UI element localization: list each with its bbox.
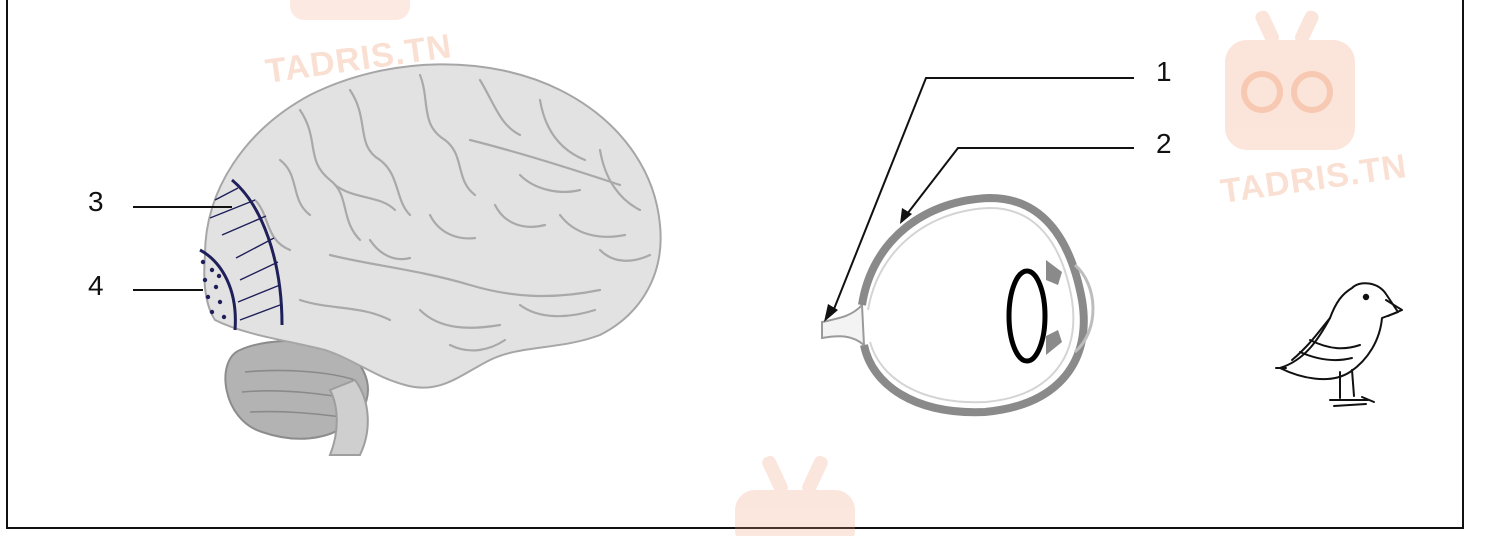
watermark-logo-icon — [1225, 9, 1355, 150]
cerebrum — [204, 64, 660, 387]
eye-illustration — [822, 78, 1134, 412]
lens — [1009, 271, 1045, 361]
label-2: 2 — [1156, 128, 1172, 160]
bird-icon — [1276, 283, 1402, 406]
label-3: 3 — [88, 186, 104, 218]
iris — [1046, 330, 1062, 355]
label-1: 1 — [1156, 56, 1172, 88]
label-4: 4 — [88, 270, 104, 302]
brain-illustration — [133, 64, 661, 455]
watermark-logo-icon — [735, 454, 855, 536]
watermark-logo-icon — [290, 0, 410, 20]
iris — [1046, 260, 1062, 285]
